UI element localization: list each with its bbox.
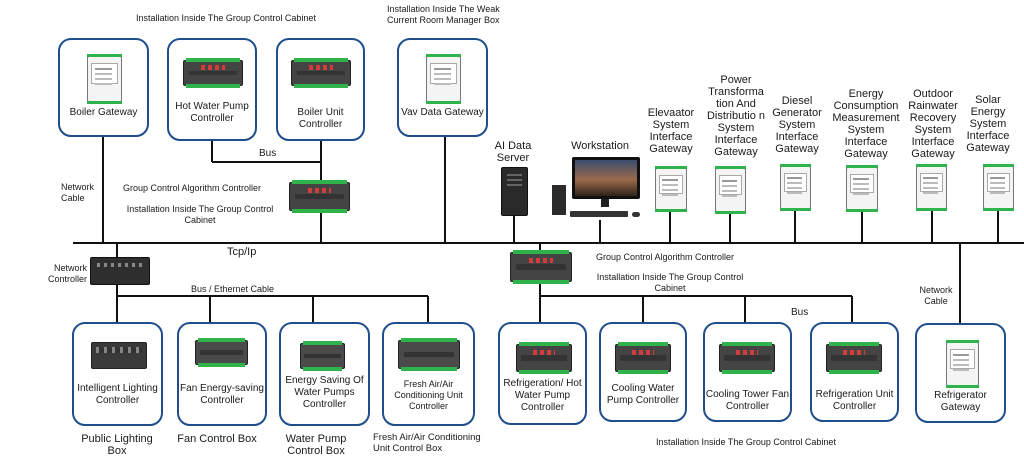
weak-current-label: Installation Inside The Weak Current Roo… — [387, 4, 500, 25]
box-label: Fresh Air/Air Conditioning Unit Controll… — [394, 379, 463, 411]
controller-device-icon — [516, 342, 572, 374]
box-label: Vav Data Gateway — [401, 107, 484, 118]
network-controller-icon — [90, 257, 150, 285]
energy-gateway-icon — [846, 165, 878, 212]
fresh-air-controller-box[interactable]: Fresh Air/Air Conditioning Unit Controll… — [382, 322, 475, 426]
controller-device-icon — [615, 342, 671, 374]
controller-device-icon — [291, 58, 351, 88]
box-label: Boiler Gateway — [69, 107, 138, 118]
rainwater-gateway-icon — [916, 164, 947, 211]
refrig-unit-controller-box[interactable]: Refrigeration Unit Controller — [810, 322, 899, 422]
controller-device-icon — [398, 338, 460, 371]
box-label: Refrigerator Gateway — [934, 390, 987, 413]
energy-gateway-label: Energy Consumption Measurement System In… — [832, 88, 900, 160]
elevator-gateway-icon — [655, 166, 687, 212]
lighting-controller-icon — [91, 342, 147, 369]
controller-device-icon — [300, 341, 345, 371]
gc-install-right-label: Installation Inside The Group Control Ca… — [596, 272, 744, 293]
cooling-water-pump-controller-box[interactable]: Cooling Water Pump Controller — [599, 322, 687, 422]
refrig-hot-water-controller-box[interactable]: Refrigeration/ Hot Water Pump Controller — [498, 322, 587, 425]
box-label: Cooling Tower Fan Controller — [705, 389, 790, 412]
box-label: Hot Water Pump Controller — [175, 101, 249, 124]
vav-data-gateway-box[interactable]: Vav Data Gateway — [397, 38, 488, 137]
network-cable-right-label: Network Cable — [919, 285, 953, 306]
cooling-tower-controller-box[interactable]: Cooling Tower Fan Controller — [703, 322, 792, 422]
lighting-controller-box[interactable]: Intelligent Lighting Controller — [72, 322, 163, 426]
box-label: Refrigeration/ Hot Water Pump Controller — [503, 378, 582, 413]
hot-water-pump-controller-box[interactable]: Hot Water Pump Controller — [167, 38, 257, 141]
boiler-gateway-box[interactable]: Boiler Gateway — [58, 38, 149, 137]
boiler-unit-controller-box[interactable]: Boiler Unit Controller — [276, 38, 365, 141]
box-label: Refrigeration Unit Controller — [815, 389, 894, 412]
gateway-device-icon — [87, 54, 122, 104]
refrigerator-gateway-box[interactable]: Refrigerator Gateway — [915, 323, 1006, 423]
box-label: Boiler Unit Controller — [297, 107, 344, 130]
group-control-controller-left-icon — [289, 180, 350, 213]
controller-device-icon — [183, 58, 243, 88]
box-label: Cooling Water Pump Controller — [606, 383, 680, 406]
controller-device-icon — [826, 342, 882, 374]
fresh-air-box-caption: Fresh Air/Air Conditioning Unit Control … — [373, 432, 481, 454]
bottom-cabinet-label: Installation Inside The Group Control Ca… — [656, 437, 836, 447]
box-label: Fan Energy-saving Controller — [180, 383, 264, 406]
top-cabinet-label: Installation Inside The Group Control Ca… — [136, 13, 316, 23]
bus-ethernet-label: Bus / Ethernet Cable — [191, 284, 275, 294]
water-pump-controller-box[interactable]: Energy Saving Of Water Pumps Controller — [279, 322, 370, 426]
network-controller-label: Network Controller — [47, 263, 87, 284]
solar-gateway-icon — [983, 164, 1014, 211]
diesel-gateway-label: Diesel Generator System Interface Gatewa… — [772, 95, 822, 155]
ai-server-label: AI Data Server — [494, 140, 532, 164]
controller-device-icon — [195, 338, 248, 367]
box-label: Energy Saving Of Water Pumps Controller — [285, 375, 364, 410]
gateway-device-icon — [426, 54, 461, 104]
bus-top-label: Bus — [259, 148, 277, 159]
workstation-label: Workstation — [571, 140, 629, 152]
water-pump-box-caption: Water Pump Control Box — [285, 433, 347, 457]
gc-algo-left-label: Group Control Algorithm Controller — [123, 183, 262, 193]
fan-box-caption: Fan Control Box — [177, 433, 257, 445]
elevator-gateway-label: Elevaator System Interface Gateway — [647, 107, 695, 155]
bus-right-label: Bus — [791, 307, 809, 318]
gateway-device-icon — [946, 340, 979, 388]
gc-algo-right-label: Group Control Algorithm Controller — [596, 252, 735, 262]
controller-device-icon — [719, 342, 775, 374]
lighting-box-caption: Public Lighting Box — [81, 433, 153, 457]
power-gateway-label: Power Transforma tion And Distributio n … — [706, 74, 766, 158]
box-label: Intelligent Lighting Controller — [77, 383, 158, 406]
rainwater-gateway-label: Outdoor Rainwater Recovery System Interf… — [908, 88, 958, 160]
server-icon — [501, 167, 528, 216]
fan-controller-box[interactable]: Fan Energy-saving Controller — [177, 322, 267, 426]
group-control-controller-right-icon — [510, 250, 572, 284]
tcp-ip-label: Tcp/Ip — [227, 246, 257, 258]
solar-gateway-label: Solar Energy System Interface Gateway — [966, 94, 1010, 154]
network-cable-left-label: Network Cable — [61, 182, 95, 203]
power-gateway-icon — [715, 166, 746, 214]
workstation-icon — [552, 157, 644, 221]
diesel-gateway-icon — [780, 164, 811, 211]
gc-install-left-label: Installation Inside The Group Control Ca… — [126, 204, 274, 225]
